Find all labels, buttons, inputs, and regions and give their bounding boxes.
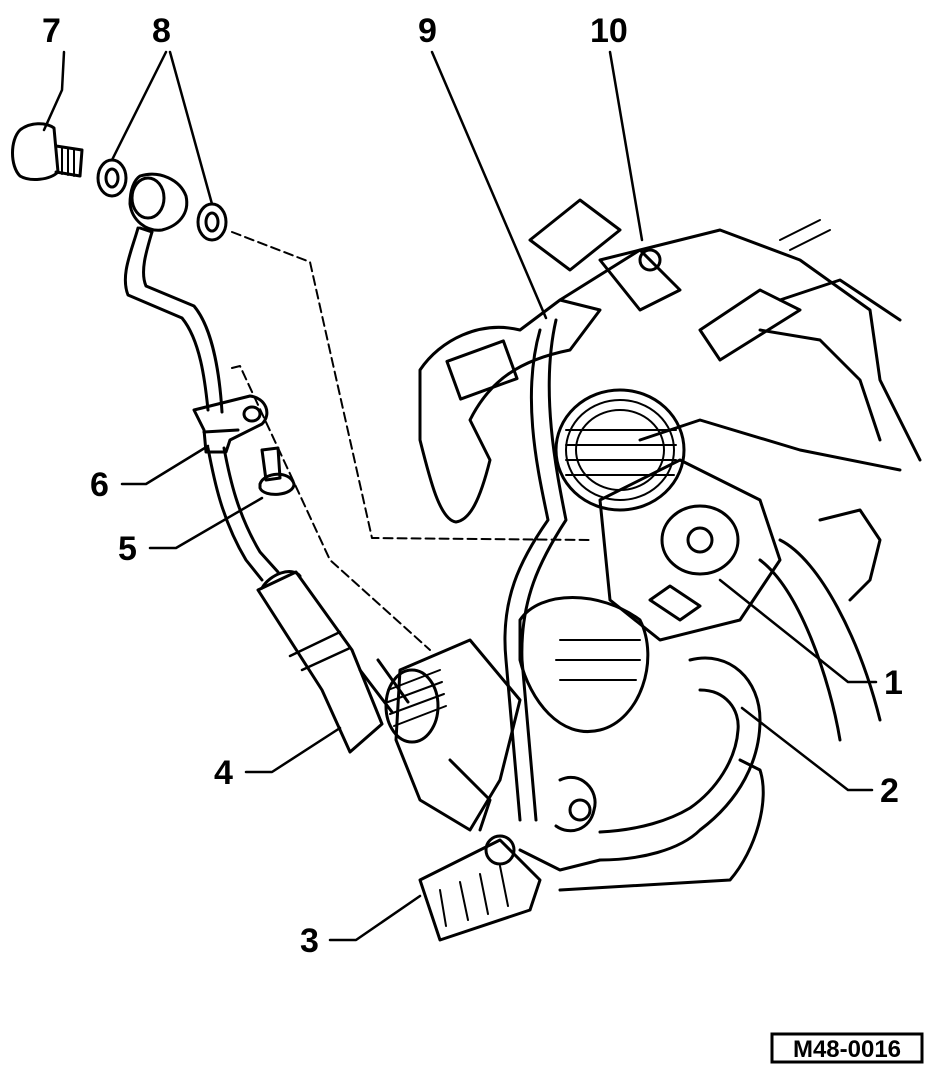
- callout-5: 5: [118, 530, 137, 568]
- reference-code-box: M48-0016: [770, 1032, 924, 1064]
- banjo-bolt: [11, 122, 84, 181]
- power-steering-pump-area: [384, 198, 922, 942]
- leader-line-5: [148, 496, 264, 550]
- seal-washer-left: [96, 158, 128, 198]
- leader-line-2: [740, 706, 874, 792]
- leader-line-9: [430, 50, 548, 320]
- callout-9: 9: [418, 12, 437, 50]
- callout-2: 2: [880, 772, 899, 810]
- reference-code: M48-0016: [793, 1036, 901, 1063]
- leader-line-3: [328, 894, 422, 942]
- callout-4: 4: [214, 754, 233, 792]
- leader-line-8-left: [110, 50, 168, 162]
- banjo-fitting: [128, 172, 189, 234]
- callout-labels: 7 8 9 10 6 5 4 3 1 2: [42, 12, 903, 960]
- callout-3: 3: [300, 922, 319, 960]
- leader-lines: [42, 50, 878, 942]
- callout-8: 8: [152, 12, 171, 50]
- leader-line-8-right: [168, 50, 214, 206]
- leader-line-10: [608, 50, 644, 242]
- callout-6: 6: [90, 466, 109, 504]
- callout-7: 7: [42, 12, 61, 50]
- leader-line-4: [244, 726, 342, 774]
- leader-line-6: [120, 444, 210, 486]
- callout-10: 10: [590, 12, 628, 50]
- clamp-bolt: [258, 446, 296, 496]
- assembly-guide-lines: [231, 231, 591, 651]
- seal-washer-right: [196, 202, 228, 242]
- hose-pipe-assembly: [123, 226, 410, 754]
- leader-line-1: [718, 578, 878, 684]
- leader-line-7: [42, 50, 66, 132]
- pipe-clamp: [192, 394, 269, 454]
- callout-1: 1: [884, 664, 903, 702]
